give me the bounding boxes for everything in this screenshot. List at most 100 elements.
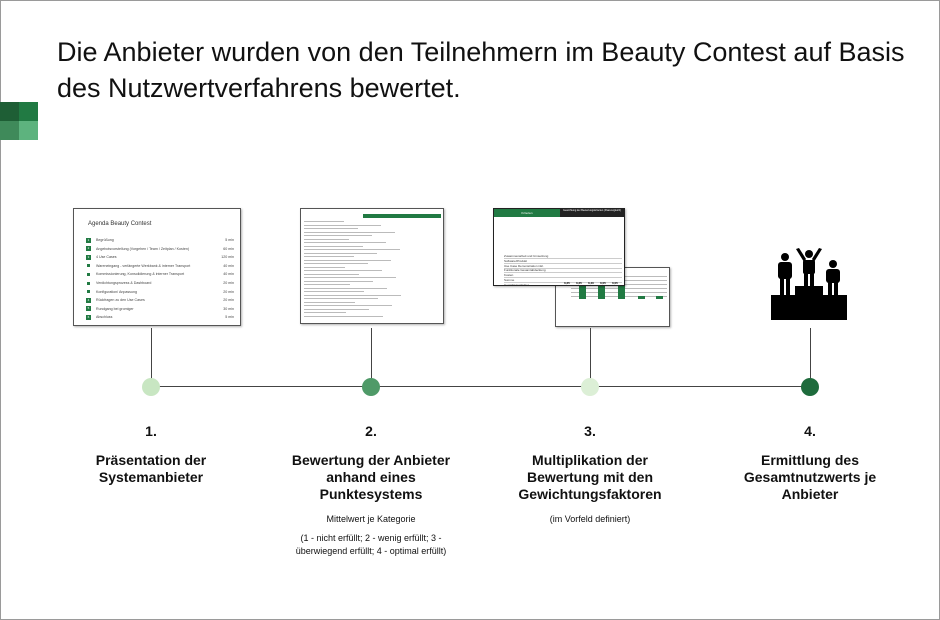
connector-line xyxy=(371,328,372,386)
matrix-header-right: Gewichtung der Bewertungskriterien (Paar… xyxy=(560,209,624,217)
agenda-marker xyxy=(87,272,90,276)
agenda-item-time: 30 min xyxy=(223,306,234,311)
agenda-item-time: 20 min xyxy=(223,281,234,285)
matrix-row: Gewichtungsfaktor xyxy=(504,282,622,285)
agenda-title: Agenda Beauty Contest xyxy=(88,221,152,227)
agenda-item-text: 4 Use Cases xyxy=(96,255,117,260)
podium-winners-icon xyxy=(771,248,847,320)
agenda-marker: 3 xyxy=(86,254,91,260)
step-number: 2. xyxy=(365,423,377,439)
agenda-item-time: 5 min xyxy=(225,315,234,320)
weighting-matrix-thumbnail: Kriterien Gewichtung der Bewertungskrite… xyxy=(493,208,625,286)
sheet-line xyxy=(304,291,364,292)
matrix-header-left: Kriterien xyxy=(494,209,560,217)
matrix-row: Zusammenarbeit und Umsetzung xyxy=(504,253,622,259)
agenda-item-text: Kommissionierung, Konsolidierung & inter… xyxy=(96,272,185,277)
agenda-item-time: 40 min xyxy=(223,272,234,277)
sheet-line xyxy=(304,301,355,303)
weighting-factor: 0,05 xyxy=(600,281,606,285)
timeline-dot-3 xyxy=(581,378,599,396)
agenda-item-text: Abschluss xyxy=(96,315,113,320)
sheet-line xyxy=(304,308,369,310)
sheet-line xyxy=(304,312,346,313)
logo-square xyxy=(0,121,19,140)
sheet-line xyxy=(304,249,400,250)
matrix-row: Funktionale Gesamtabdeckung xyxy=(504,267,622,274)
agenda-item-text: Konfiguration/ Anpassung xyxy=(96,289,137,294)
agenda-item-text: Rückfragen zu den Use Cases xyxy=(96,298,145,303)
sheet-line xyxy=(304,224,381,226)
step-3: 3. Multiplikation der Bewertung mit den … xyxy=(490,423,690,526)
sheet-line xyxy=(304,252,377,254)
slide-title: Die Anbieter wurden von den Teilnehmern … xyxy=(57,37,905,103)
matrix-row: Software/Produkt xyxy=(504,258,622,264)
agenda-item-time: 5 min xyxy=(225,238,234,242)
agenda-item-time: 40 min xyxy=(223,263,234,268)
agenda-marker: 2 xyxy=(86,246,91,252)
agenda-item: Wareneingang - verlängerte Werkbank & in… xyxy=(86,262,234,270)
agenda-item-time: 20 min xyxy=(223,289,234,294)
matrix-row: Kosten xyxy=(504,272,622,279)
agenda-item: Kommissionierung, Konsolidierung & inter… xyxy=(86,270,234,278)
agenda-item: Verdichtungsprozess & Dashboard 20 min xyxy=(86,279,234,287)
sheet-line xyxy=(304,294,401,296)
step-label: Bewertung der Anbieter anhand eines Punk… xyxy=(291,452,451,502)
agenda-item-time: 20 min xyxy=(223,298,234,303)
sheet-line xyxy=(304,221,344,222)
connector-line xyxy=(810,328,811,386)
sheet-line xyxy=(304,315,383,317)
sheet-line xyxy=(304,273,359,275)
agenda-item-text: Wareneingang - verlängerte Werkbank & in… xyxy=(96,263,191,268)
weighting-factor: 0,25 xyxy=(564,281,570,285)
sheet-line xyxy=(304,298,378,299)
agenda-marker xyxy=(87,290,90,294)
step-number: 4. xyxy=(804,423,816,439)
sheet-line xyxy=(304,266,345,268)
sheet-line xyxy=(304,259,391,261)
logo-square xyxy=(19,121,38,140)
agenda-item-time: 120 min xyxy=(221,255,234,260)
scoring-sheet-thumbnail xyxy=(300,208,444,324)
timeline-dot-4 xyxy=(801,378,819,396)
sheet-line xyxy=(304,228,358,229)
agenda-marker: 6 xyxy=(86,314,91,320)
sheet-line xyxy=(304,277,396,278)
sheet-line xyxy=(304,287,387,289)
sheet-line xyxy=(304,231,395,233)
agenda-item-time: 60 min xyxy=(223,246,234,251)
step-detail: (1 - nicht erfüllt; 2 - wenig erfüllt; 3… xyxy=(295,533,447,556)
step-label: Präsentation der Systemanbieter xyxy=(95,452,207,485)
matrix-row: Summe xyxy=(504,277,622,283)
step-number: 3. xyxy=(584,423,596,439)
timeline-dot-1 xyxy=(142,378,160,396)
step-2: 2. Bewertung der Anbieter anhand eines P… xyxy=(271,423,471,558)
connector-line xyxy=(151,328,152,386)
agenda-item-text: Begrüßung xyxy=(96,238,114,242)
sheet-line xyxy=(304,245,363,247)
step-4: 4. Ermittlung des Gesamtnutzwerts je Anb… xyxy=(710,423,910,503)
sheet-line xyxy=(304,284,350,285)
step-note: (im Vorfeld definiert) xyxy=(549,514,631,524)
timeline xyxy=(151,386,811,387)
logo-square xyxy=(19,102,38,121)
agenda-item-text: Angebotsvorstellung (Vorgehen / Team / Z… xyxy=(96,246,190,251)
sheet-line xyxy=(304,256,354,257)
step-label: Multiplikation der Bewertung mit den Gew… xyxy=(518,452,662,502)
agenda-marker xyxy=(87,281,90,285)
step-note: Mittelwert je Kategorie xyxy=(326,514,416,524)
agenda-item: 3 4 Use Cases 120 min xyxy=(86,253,234,261)
agenda-marker xyxy=(87,264,90,268)
weighting-factor: 0,25 xyxy=(576,281,582,285)
weighting-factor: 0,40 xyxy=(588,281,594,285)
agenda-item: 2 Angebotsvorstellung (Vorgehen / Team / … xyxy=(86,245,234,253)
sheet-line xyxy=(304,280,373,282)
sheet-line xyxy=(304,238,349,240)
weighting-factor: 0,05 xyxy=(612,281,618,285)
sheet-line xyxy=(304,305,392,306)
agenda-item-text: Verdichtungsprozess & Dashboard xyxy=(96,281,152,285)
agenda-marker: 5 xyxy=(86,306,91,312)
